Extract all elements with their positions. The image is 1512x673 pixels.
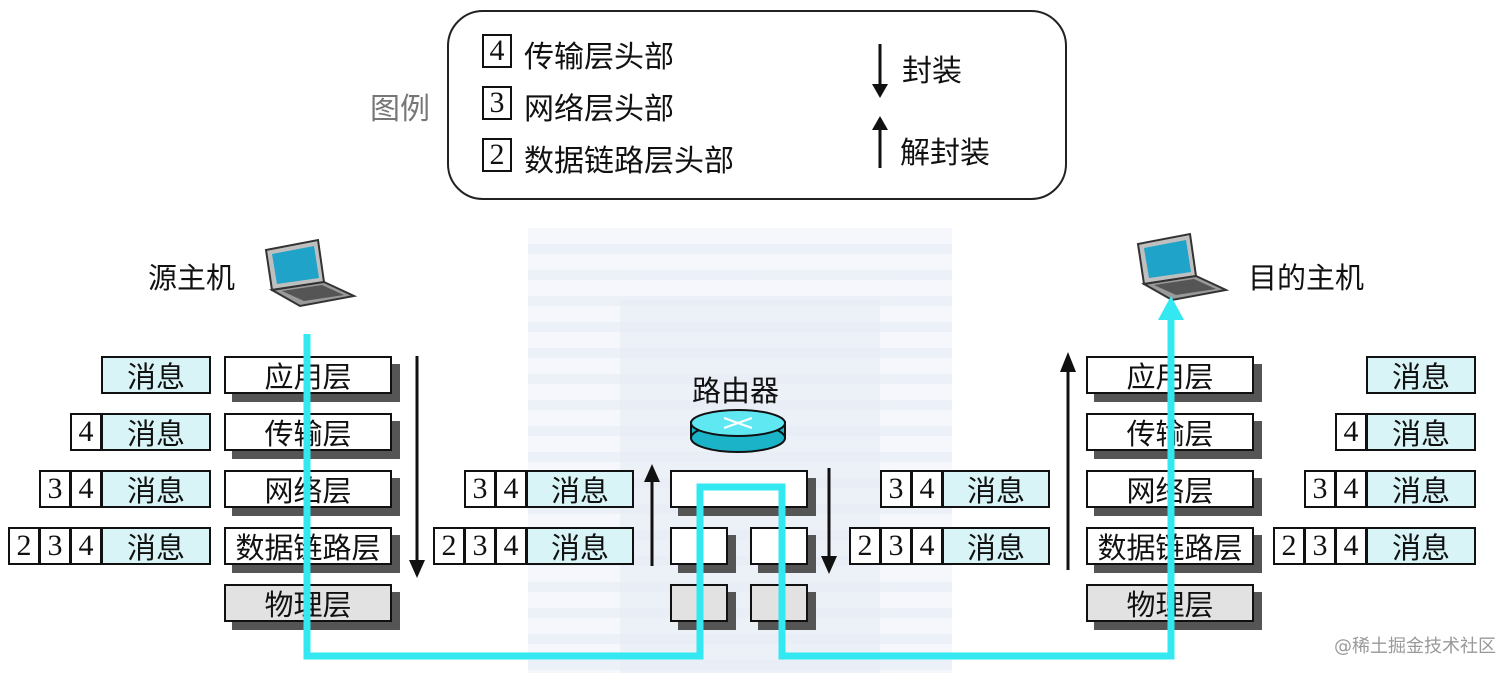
packet-message: 消息 [1366, 413, 1476, 451]
header-network: 3 [880, 470, 912, 508]
header-network: 3 [39, 527, 71, 565]
arrow-up-icon [872, 116, 888, 168]
header-network: 3 [1304, 527, 1336, 565]
header-datalink: 2 [1273, 527, 1305, 565]
header-network: 3 [1304, 470, 1336, 508]
header-network: 3 [464, 470, 496, 508]
packet-message: 消息 [942, 470, 1050, 508]
packet-message: 消息 [1366, 527, 1476, 565]
header-network: 3 [39, 470, 71, 508]
header-datalink: 2 [433, 527, 465, 565]
legend-key-transport: 4 [482, 34, 512, 68]
header-transport: 4 [495, 527, 527, 565]
encap-arrow-source [409, 356, 425, 578]
legend-arrows [872, 44, 888, 168]
header-transport: 4 [911, 470, 943, 508]
legend-text-transport: 传输层头部 [524, 40, 674, 75]
header-datalink: 2 [849, 527, 881, 565]
watermark-text: @稀土掘金技术社区 [1334, 636, 1496, 657]
header-network: 3 [464, 527, 496, 565]
data-path-arrowhead [1158, 296, 1184, 320]
dest-host-label: 目的主机 [1248, 261, 1365, 295]
packet-message: 消息 [101, 470, 211, 508]
legend-box [447, 10, 1067, 200]
packet-message: 消息 [526, 470, 634, 508]
legend-key-network: 3 [482, 86, 512, 120]
header-transport: 4 [495, 470, 527, 508]
arrow-down-icon [872, 44, 888, 98]
legend-text-network: 网络层头部 [524, 92, 674, 127]
decap-arrow-router [644, 464, 660, 566]
packet-message: 消息 [942, 527, 1050, 565]
legend-title: 图例 [370, 92, 430, 127]
legend-decap-text: 解封装 [900, 136, 990, 171]
header-transport: 4 [911, 527, 943, 565]
packet-message: 消息 [101, 356, 211, 394]
packet-message: 消息 [1366, 356, 1476, 394]
header-network: 3 [880, 527, 912, 565]
encap-arrow-router [821, 468, 837, 574]
header-transport: 4 [1335, 527, 1367, 565]
router-icon [690, 409, 786, 453]
packet-message: 消息 [101, 527, 211, 565]
packet-message: 消息 [1366, 470, 1476, 508]
legend-key-datalink: 2 [482, 138, 512, 172]
packet-message: 消息 [101, 413, 211, 451]
source-host-label: 源主机 [148, 261, 236, 295]
header-transport: 4 [70, 470, 102, 508]
dest-laptop-icon [1136, 232, 1230, 302]
packet-message: 消息 [526, 527, 634, 565]
router-label: 路由器 [692, 374, 780, 408]
header-transport: 4 [70, 413, 102, 451]
legend-encap-text: 封装 [902, 54, 962, 89]
legend-text-datalink: 数据链路层头部 [524, 144, 734, 179]
decap-arrow-dest [1060, 352, 1076, 570]
data-path-line [303, 318, 1175, 660]
source-laptop-icon [264, 238, 358, 308]
header-transport: 4 [70, 527, 102, 565]
